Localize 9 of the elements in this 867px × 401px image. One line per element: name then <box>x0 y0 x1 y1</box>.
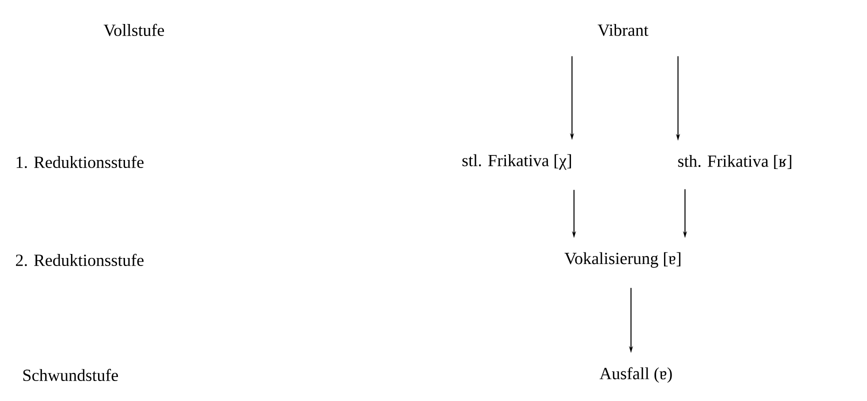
level-label: 2. Reduktionsstufe <box>16 254 144 266</box>
level-label: Schwundstufe <box>23 368 118 382</box>
stage-text: stl. Frikativa [χ] <box>462 154 571 170</box>
stage-text: Vokalisierung [ɐ] <box>564 252 680 268</box>
stage-text: sth. Frikativa [ʁ] <box>678 154 792 170</box>
stage-text: Ausfall (ɐ) <box>600 367 672 383</box>
level-label: Vollstufe <box>104 24 164 36</box>
stage-text: Vibrant <box>598 24 648 36</box>
level-label: 1. Reduktionsstufe <box>16 156 144 168</box>
